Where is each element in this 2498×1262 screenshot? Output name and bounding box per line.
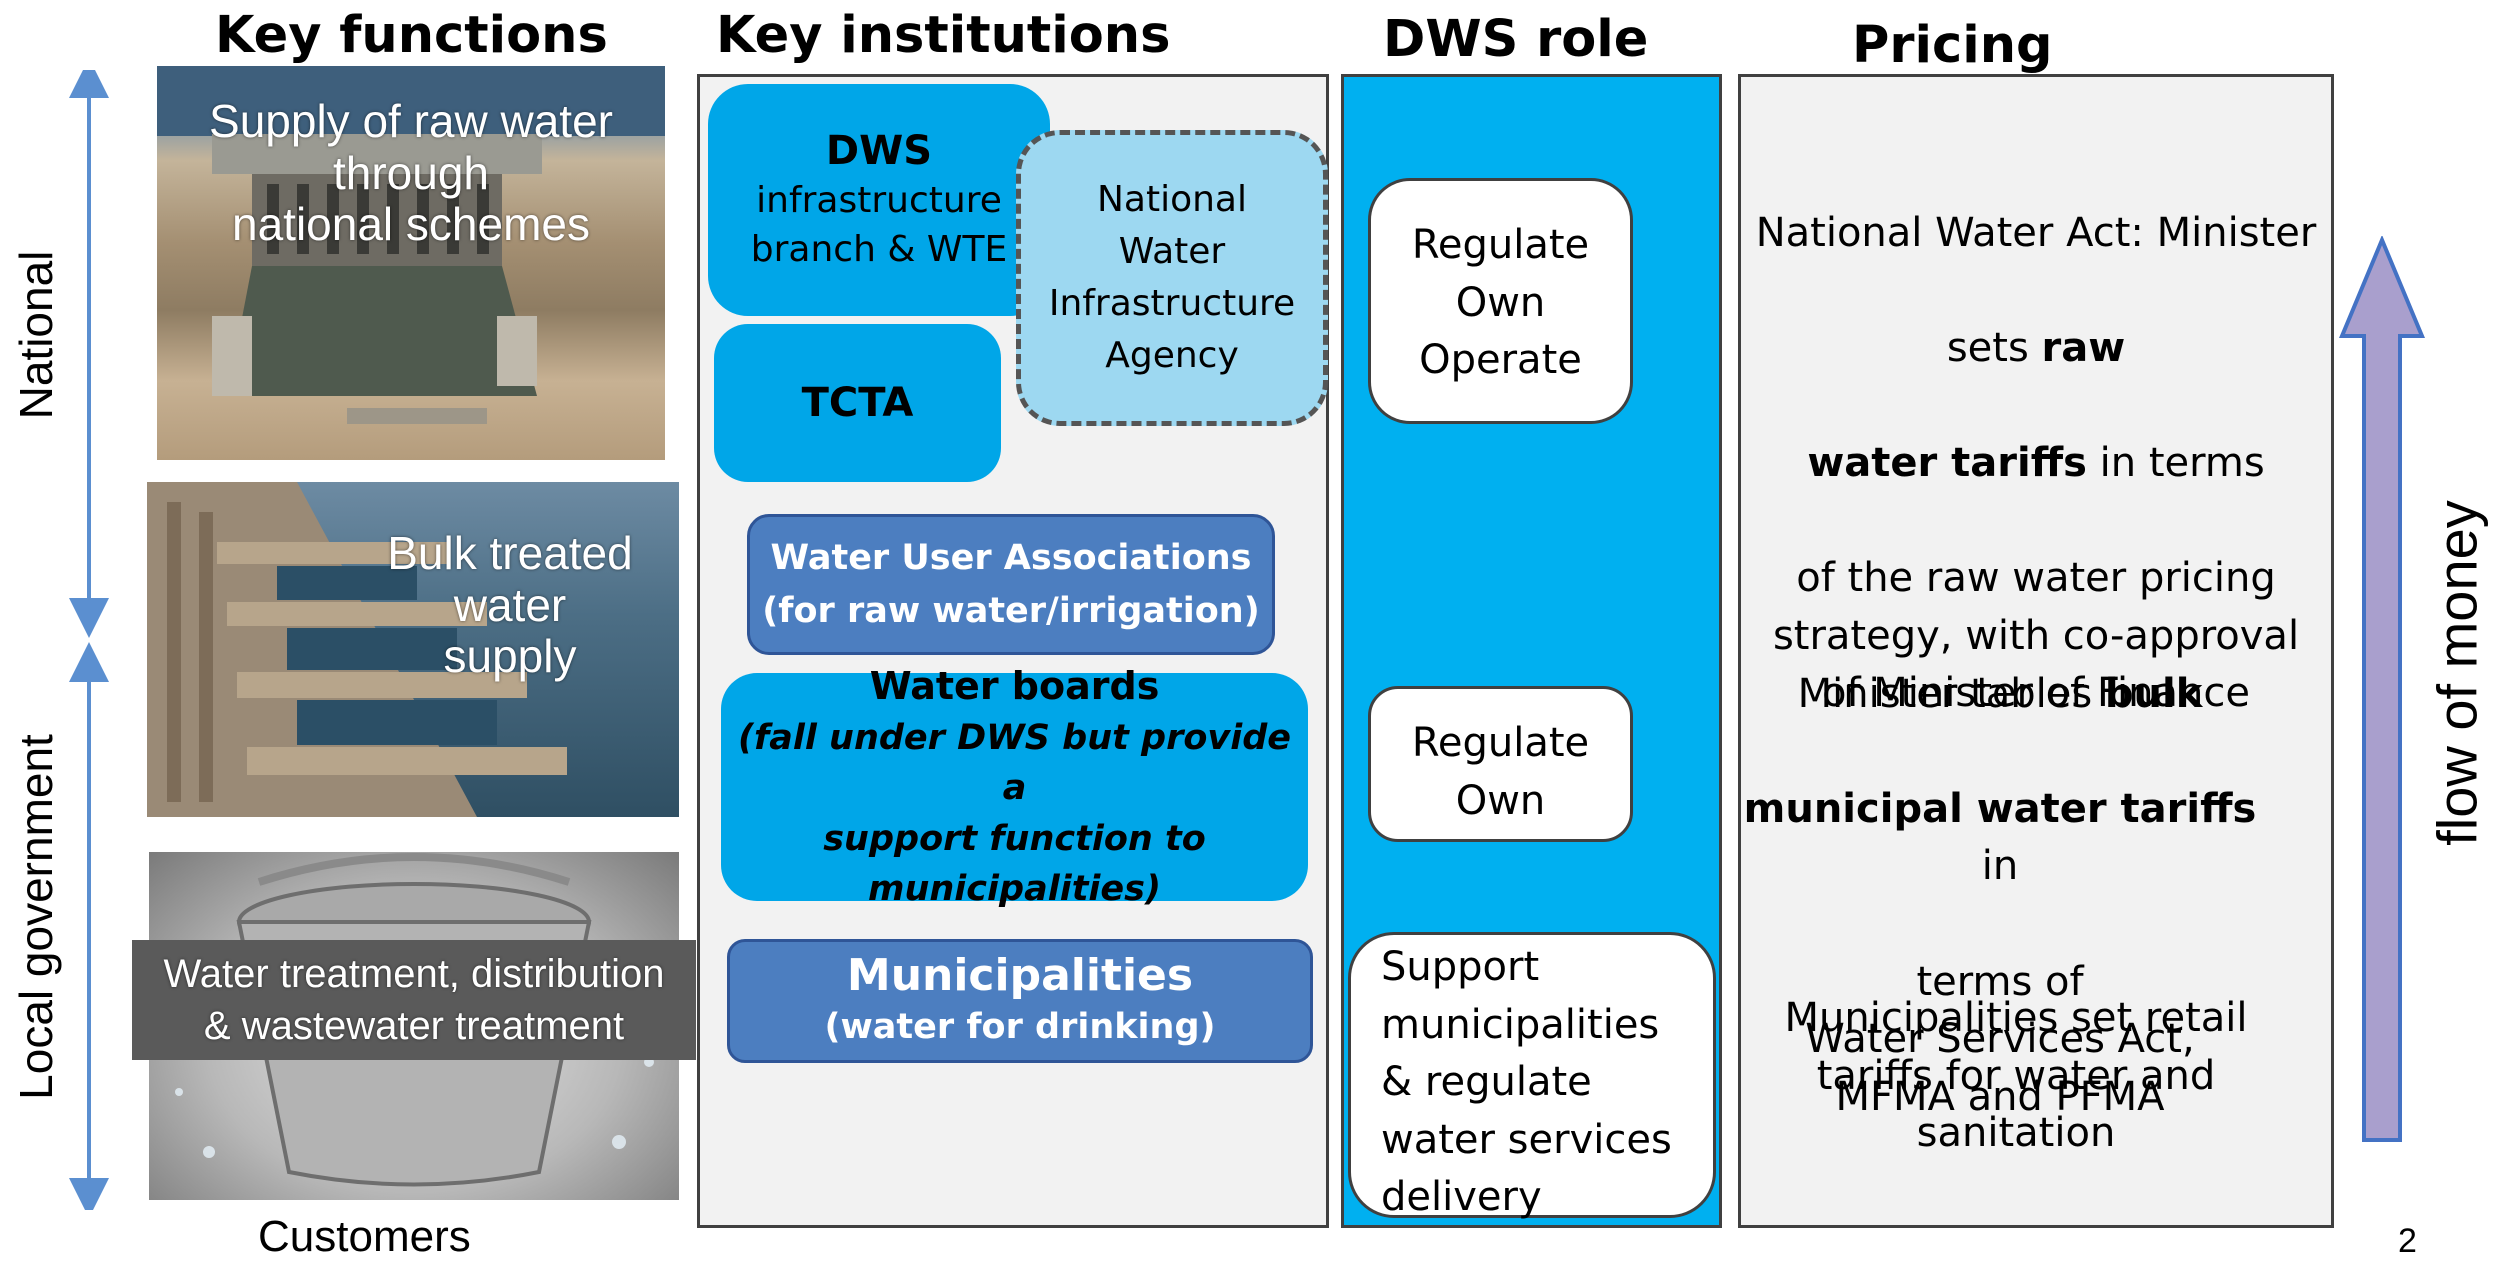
pricing-bulk-line2: municipal water tariffs in bbox=[1743, 785, 2257, 890]
level-axis-arrows bbox=[69, 70, 109, 1210]
pricing-raw-water: National Water Act: Minister sets raw wa… bbox=[1740, 147, 2332, 781]
dam-illustration bbox=[157, 66, 665, 424]
wua-title: Water User Associations bbox=[770, 538, 1252, 578]
water-boards-title: Water boards bbox=[869, 663, 1160, 708]
water-boards-box: Water boards (fall under DWS but provide… bbox=[721, 664, 1308, 909]
local-government-label: Local government bbox=[10, 734, 62, 1100]
municipalities-subtitle: (water for drinking) bbox=[824, 1006, 1216, 1047]
page-number: 2 bbox=[2398, 1222, 2417, 1260]
header-pricing: Pricing bbox=[1852, 16, 2053, 75]
customers-label: Customers bbox=[258, 1212, 471, 1261]
dws-role-national: Regulate Own Operate bbox=[1368, 178, 1633, 424]
nwia-label: National Water Infrastructure Agency bbox=[1048, 179, 1296, 376]
pricing-bulk-rest: terms of Water Services Act, MFMA and PF… bbox=[1805, 958, 2195, 1120]
water-user-associations-box: Water User Associations (for raw water/i… bbox=[747, 514, 1275, 655]
pricing-retail: Municipalities set retail tariffs for wa… bbox=[1784, 995, 2248, 1157]
raw-water-supply-label: Supply of raw water through national sch… bbox=[209, 95, 613, 251]
header-dws-role: DWS role bbox=[1383, 10, 1649, 69]
flow-of-money-arrow-icon bbox=[2339, 236, 2425, 1142]
water-boards-subtitle: (fall under DWS but provide a support fu… bbox=[738, 717, 1291, 909]
nwia-box: National Water Infrastructure Agency bbox=[1016, 130, 1328, 426]
pricing-raw-line3: water tariffs in terms bbox=[1807, 439, 2265, 486]
bulk-water-photo: Bulk treated water supply bbox=[147, 482, 679, 817]
dam-photo: Supply of raw water through national sch… bbox=[157, 66, 665, 460]
pricing-raw-line1: National Water Act: Minister bbox=[1755, 209, 2317, 256]
header-key-functions: Key functions bbox=[215, 6, 608, 65]
tcta-box: TCTA bbox=[714, 324, 1001, 482]
pricing-bulk-water: Minister tables bulk municipal water tar… bbox=[1740, 608, 2260, 1184]
bulk-treated-supply-label: Bulk treated water supply bbox=[387, 527, 633, 683]
dws-subtitle: infrastructure branch & WTE bbox=[750, 180, 1008, 270]
treatment-channels-illustration bbox=[147, 482, 567, 817]
dws-role-municipal: Support municipalities & regulate water … bbox=[1348, 932, 1716, 1220]
pricing-panel bbox=[1738, 74, 2334, 1228]
dws-role-water-boards: Regulate Own bbox=[1368, 686, 1633, 842]
water-treatment-label-box: Water treatment, distribution & wastewat… bbox=[132, 940, 696, 1060]
wua-subtitle: (for raw water/irrigation) bbox=[762, 590, 1260, 631]
dws-infrastructure-box: DWS infrastructure branch & WTE bbox=[708, 84, 1050, 316]
pricing-raw-line2: sets raw bbox=[1946, 324, 2126, 371]
national-label: National bbox=[10, 250, 62, 420]
dws-title: DWS bbox=[825, 128, 933, 175]
flow-of-money-label: flow of money bbox=[2425, 500, 2489, 846]
header-key-institutions: Key institutions bbox=[716, 6, 1171, 65]
pricing-bulk-line1: Minister tables bulk bbox=[1797, 670, 2203, 717]
tcta-label: TCTA bbox=[801, 380, 914, 426]
pricing-raw-rest: of the raw water pricing strategy, with … bbox=[1772, 555, 2300, 717]
water-treatment-label: Water treatment, distribution & wastewat… bbox=[163, 952, 665, 1048]
municipalities-box: Municipalities (water for drinking) bbox=[727, 939, 1313, 1063]
municipalities-title: Municipalities bbox=[846, 950, 1194, 1002]
